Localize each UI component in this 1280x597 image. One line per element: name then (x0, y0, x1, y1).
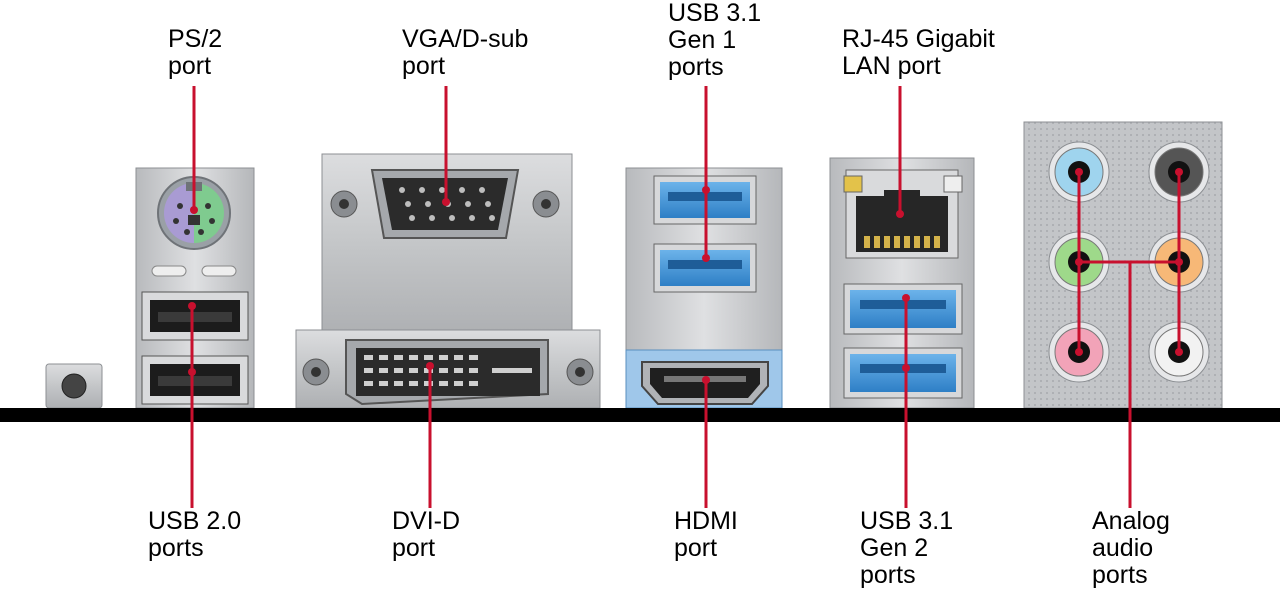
dvi-connector (302, 339, 594, 406)
usb31-gen1-hdmi-block (625, 167, 783, 409)
clear-cmos-button (45, 363, 103, 409)
io-shield-bar (0, 408, 1280, 422)
usb2-port-bottom (141, 355, 249, 405)
usb2-port-top (141, 291, 249, 341)
audio-panel (1023, 121, 1223, 409)
rj45-usb31-gen2-block (829, 157, 975, 409)
ps2-usb2-block (135, 167, 255, 409)
usb31-gen2-port-bottom (843, 347, 963, 399)
callout-dots (188, 168, 1183, 384)
vga-dvi-bracket (295, 153, 601, 409)
callout-lines (190, 86, 1181, 508)
usb31-gen2-port-top (843, 283, 963, 335)
